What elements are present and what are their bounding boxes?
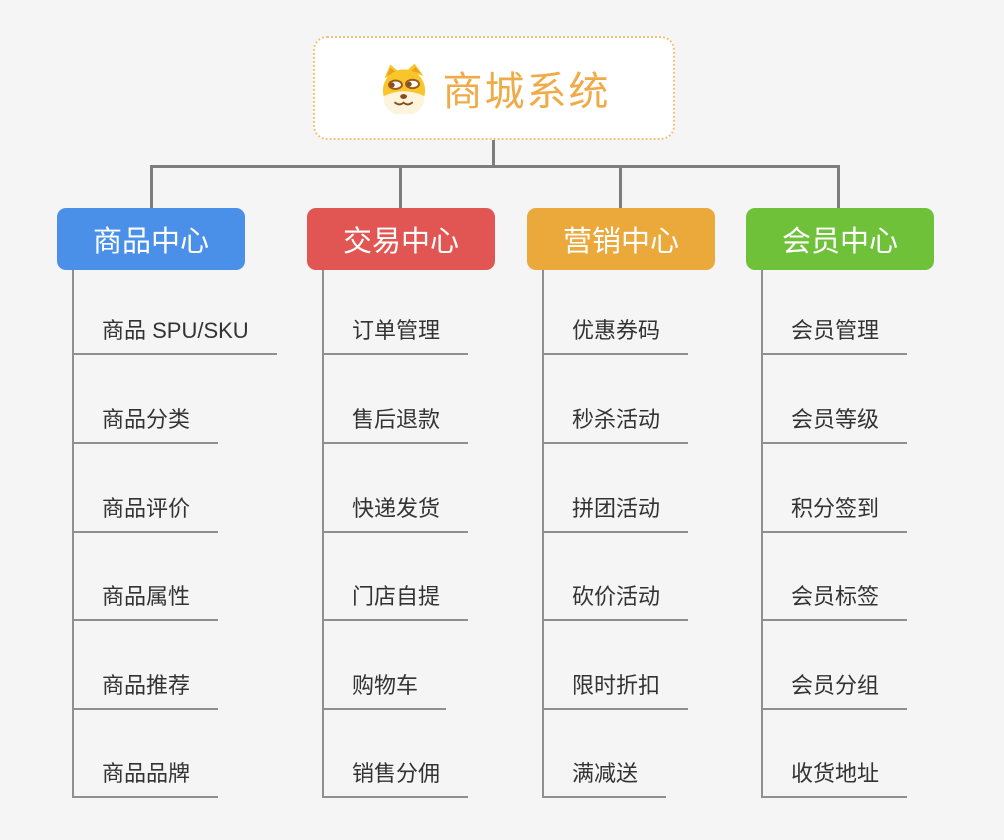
leaf-node[interactable]: 商品评价 [72, 494, 219, 533]
leaf-node[interactable]: 商品分类 [72, 405, 219, 444]
branch-member-center: 会员中心 会员管理 会员等级 积分签到 会员标签 会员分组 收货地址 [746, 208, 934, 808]
connector-drop-line [837, 165, 840, 209]
branch-header[interactable]: 商品中心 [57, 208, 245, 270]
leaf-node[interactable]: 拼团活动 [542, 494, 689, 533]
root-connector-line [492, 140, 495, 168]
connector-drop-line [399, 165, 402, 209]
leaf-node[interactable]: 商品属性 [72, 582, 219, 621]
branch-header[interactable]: 营销中心 [527, 208, 715, 270]
leaf-node[interactable]: 限时折扣 [542, 671, 689, 710]
branch-header[interactable]: 会员中心 [746, 208, 934, 270]
connector-drop-line [619, 165, 622, 209]
branch-spine-line [322, 270, 324, 798]
branch-header[interactable]: 交易中心 [307, 208, 495, 270]
leaf-node[interactable]: 会员等级 [761, 405, 908, 444]
leaf-node[interactable]: 商品品牌 [72, 759, 219, 798]
leaf-node[interactable]: 门店自提 [322, 582, 469, 621]
branch-spine-line [72, 270, 74, 798]
leaf-node[interactable]: 会员标签 [761, 582, 908, 621]
branch-trade-center: 交易中心 订单管理 售后退款 快递发货 门店自提 购物车 销售分佣 [307, 208, 495, 808]
leaf-node[interactable]: 商品推荐 [72, 671, 219, 710]
root-title: 商城系统 [442, 70, 611, 114]
leaf-node[interactable]: 售后退款 [322, 405, 469, 444]
leaf-node[interactable]: 砍价活动 [542, 582, 689, 621]
leaf-node[interactable]: 会员管理 [761, 316, 908, 355]
leaf-node[interactable]: 销售分佣 [322, 759, 469, 798]
leaf-node[interactable]: 秒杀活动 [542, 405, 689, 444]
root-node[interactable]: 商城系统 [313, 36, 675, 140]
branch-bus-line [150, 165, 840, 168]
leaf-node[interactable]: 购物车 [322, 671, 447, 710]
leaf-node[interactable]: 订单管理 [322, 316, 469, 355]
doge-icon [382, 63, 425, 114]
branch-spine-line [761, 270, 763, 798]
leaf-node[interactable]: 满减送 [542, 759, 667, 798]
branch-spine-line [542, 270, 544, 798]
branch-marketing-center: 营销中心 优惠券码 秒杀活动 拼团活动 砍价活动 限时折扣 满减送 [527, 208, 715, 808]
leaf-node[interactable]: 快递发货 [322, 494, 469, 533]
leaf-node[interactable]: 商品 SPU/SKU [72, 316, 277, 355]
leaf-node[interactable]: 优惠券码 [542, 316, 689, 355]
leaf-node[interactable]: 积分签到 [761, 494, 908, 533]
leaf-node[interactable]: 收货地址 [761, 759, 908, 798]
connector-drop-line [150, 165, 153, 209]
branch-product-center: 商品中心 商品 SPU/SKU 商品分类 商品评价 商品属性 商品推荐 商品品牌 [57, 208, 277, 808]
leaf-node[interactable]: 会员分组 [761, 671, 908, 710]
